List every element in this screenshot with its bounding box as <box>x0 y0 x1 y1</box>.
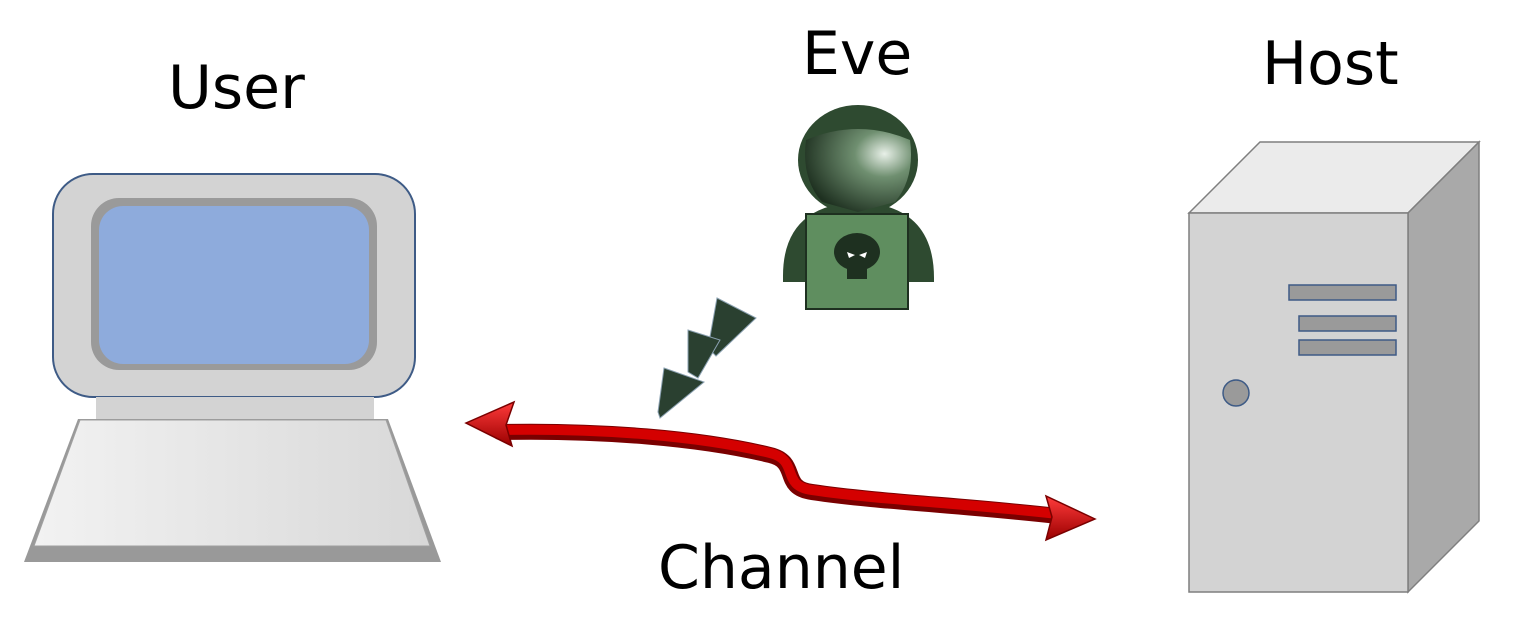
lightning-bolt-icon <box>657 297 757 419</box>
host-label: Host <box>1262 29 1399 99</box>
server-tower-icon <box>1187 140 1481 594</box>
drive-bay-3 <box>1298 339 1397 356</box>
channel-label: Channel <box>658 533 905 603</box>
eve-label: Eve <box>802 19 913 89</box>
drive-bay-2 <box>1298 315 1397 332</box>
user-label: User <box>168 53 305 123</box>
power-button-icon <box>1222 379 1250 407</box>
double-arrow-icon <box>464 400 1097 542</box>
hooded-attacker-icon <box>782 105 934 310</box>
computer-terminal-icon <box>24 173 441 562</box>
drive-bay-1 <box>1288 284 1397 301</box>
